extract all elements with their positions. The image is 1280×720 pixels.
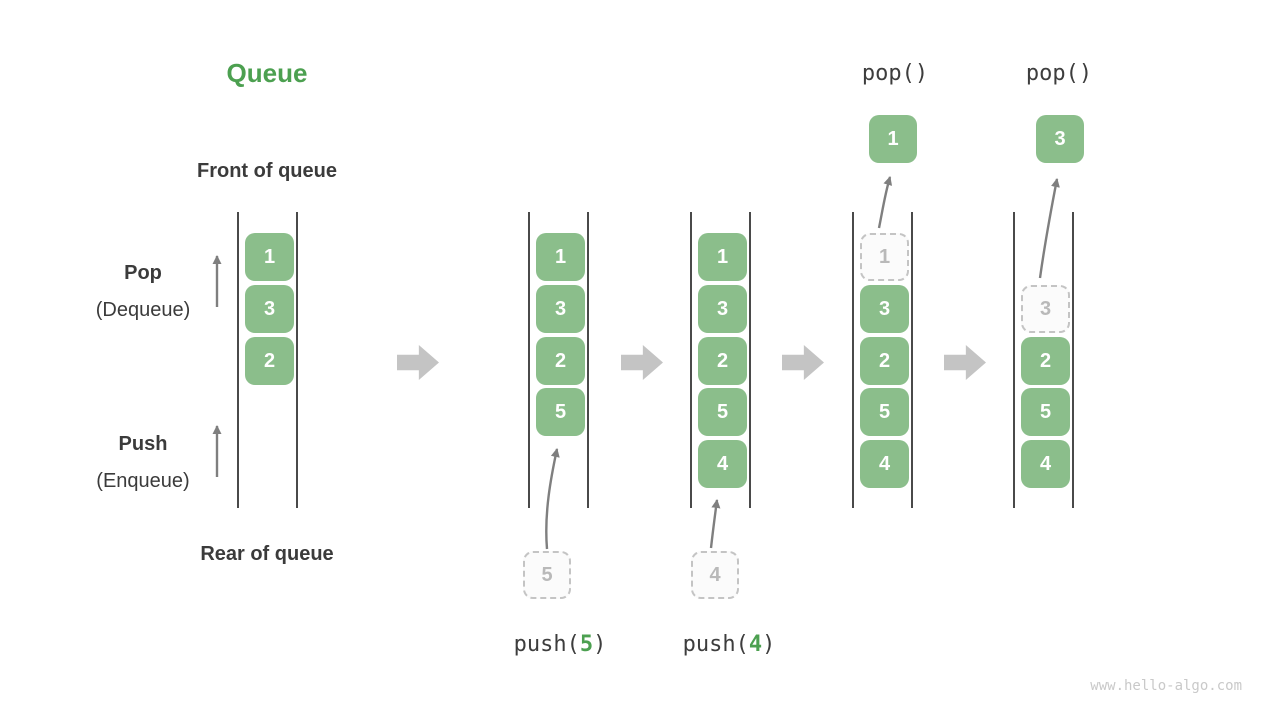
rear-of-queue-label: Rear of queue [200, 543, 334, 565]
transition-arrow-icon [397, 345, 439, 380]
queue-element: 3 [536, 285, 585, 333]
staged-element-4: 4 [691, 551, 739, 599]
transition-arrow-icon [621, 345, 663, 380]
push4-operation-label: push(4) [629, 632, 829, 657]
dequeue-label: (Dequeue) [95, 299, 191, 321]
removed-element-ghost: 3 [1021, 285, 1070, 333]
push5-suffix: ) [593, 632, 607, 657]
push4-value: 4 [748, 632, 763, 657]
queue-state-pop-1: 1 3 2 5 4 [852, 212, 913, 508]
queue-element: 5 [536, 388, 585, 436]
queue-element: 3 [698, 285, 747, 333]
queue-state-after-push-5: 1 3 2 5 [528, 212, 589, 508]
transition-arrow-icon [944, 345, 986, 380]
pop-label: Pop [124, 262, 162, 284]
queue-element: 1 [245, 233, 294, 281]
queue-state-initial: 1 3 2 [237, 212, 298, 508]
queue-element: 2 [698, 337, 747, 385]
popped-element-3: 3 [1036, 115, 1084, 163]
queue-element: 4 [1021, 440, 1070, 488]
queue-element: 4 [698, 440, 747, 488]
watermark: www.hello-algo.com [1090, 678, 1242, 694]
push5-operation-label: push(5) [460, 632, 660, 657]
removed-element-ghost: 1 [860, 233, 909, 281]
queue-element: 4 [860, 440, 909, 488]
front-of-queue-label: Front of queue [197, 160, 337, 182]
enqueue-label: (Enqueue) [96, 470, 190, 492]
queue-element: 2 [1021, 337, 1070, 385]
queue-element: 2 [536, 337, 585, 385]
queue-element: 1 [698, 233, 747, 281]
queue-element: 5 [1021, 388, 1070, 436]
pop1-operation-label: pop() [861, 61, 929, 86]
queue-state-pop-3: 3 2 5 4 [1013, 212, 1074, 508]
queue-element: 5 [698, 388, 747, 436]
push-label: Push [118, 433, 168, 455]
queue-state-after-push-4: 1 3 2 5 4 [690, 212, 751, 508]
queue-element: 3 [860, 285, 909, 333]
popped-element-1: 1 [869, 115, 917, 163]
push5-prefix: push( [513, 632, 580, 657]
queue-element: 3 [245, 285, 294, 333]
queue-element: 2 [245, 337, 294, 385]
queue-element: 2 [860, 337, 909, 385]
diagram-title: Queue [226, 58, 308, 88]
push5-value: 5 [579, 632, 594, 657]
staged-element-5: 5 [523, 551, 571, 599]
push4-suffix: ) [762, 632, 776, 657]
queue-element: 1 [536, 233, 585, 281]
push4-prefix: push( [682, 632, 749, 657]
pop3-operation-label: pop() [1025, 61, 1093, 86]
transition-arrow-icon [782, 345, 824, 380]
queue-element: 5 [860, 388, 909, 436]
